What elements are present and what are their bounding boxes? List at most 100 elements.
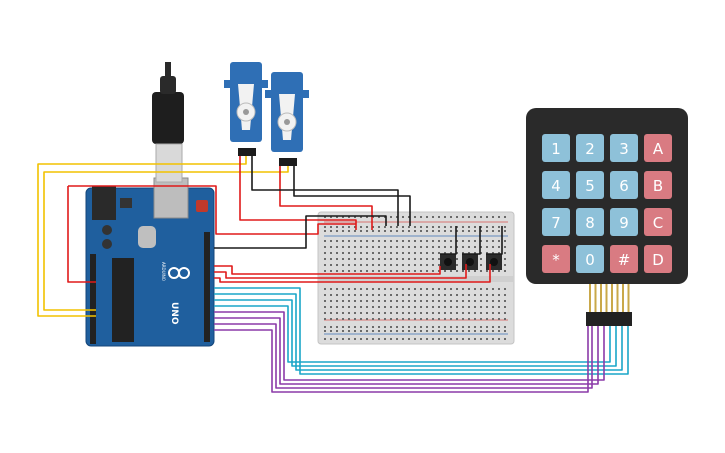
breadboard-hole [360,318,362,320]
wire-cyan [214,287,629,375]
breadboard-hole [456,216,458,218]
breadboard-hole [426,240,428,242]
breadboard-hole [372,338,374,340]
breadboard-hole [486,246,488,248]
breadboard-hole [468,252,470,254]
breadboard-hole [450,294,452,296]
keypad-key-9[interactable]: 9 [610,208,638,236]
breadboard-hole [348,240,350,242]
breadboard-hole [396,318,398,320]
breadboard-hole [438,288,440,290]
arduino-logo-icon [168,267,190,279]
breadboard-hole [450,288,452,290]
breadboard-hole [408,294,410,296]
breadboard-hole [360,226,362,228]
breadboard-hole [462,246,464,248]
breadboard-hole [354,288,356,290]
breadboard-hole [504,288,506,290]
breadboard-hole [408,264,410,266]
breadboard-hole [432,306,434,308]
breadboard-hole [330,312,332,314]
breadboard-hole [504,326,506,328]
breadboard-hole [486,300,488,302]
breadboard-hole [468,338,470,340]
breadboard-hole [378,288,380,290]
breadboard-hole [480,264,482,266]
pushbutton-2[interactable] [462,254,478,270]
breadboard-hole [504,216,506,218]
breadboard-hole [444,226,446,228]
servo-motor-2[interactable] [265,72,309,166]
breadboard-hole [432,252,434,254]
breadboard-hole [492,306,494,308]
breadboard-hole [462,226,464,228]
breadboard-hole [402,270,404,272]
breadboard-hole [372,252,374,254]
keypad-key-7[interactable]: 7 [542,208,570,236]
breadboard-hole [396,226,398,228]
breadboard-hole [462,330,464,332]
keypad-pin [589,284,591,312]
breadboard-hole [432,312,434,314]
breadboard-hole [450,312,452,314]
breadboard-hole [378,252,380,254]
breadboard-hole [426,330,428,332]
keypad-key-C[interactable]: C [644,208,672,236]
pushbutton-3[interactable] [486,254,502,270]
keypad-key-6[interactable]: 6 [610,171,638,199]
keypad-key-1[interactable]: 1 [542,134,570,162]
keypad-key-8[interactable]: 8 [576,208,604,236]
keypad-key-#[interactable]: # [610,245,638,273]
breadboard-hole [342,252,344,254]
servo-motor-1[interactable] [224,62,268,156]
breadboard-hole [504,230,506,232]
breadboard-hole [384,230,386,232]
arduino-uno-board[interactable]: UNO ARDUINO [85,177,215,347]
breadboard-hole [360,264,362,266]
breadboard-hole [360,246,362,248]
breadboard-hole [372,300,374,302]
keypad-key-label: D [652,251,664,269]
breadboard-hole [426,230,428,232]
keypad-key-A[interactable]: A [644,134,672,162]
wire-red [214,264,467,279]
breadboard-hole [324,300,326,302]
breadboard-hole [426,306,428,308]
breadboard-hole [390,306,392,308]
breadboard-hole [450,270,452,272]
breadboard-hole [504,270,506,272]
breadboard-hole [438,270,440,272]
wire-red [214,265,441,275]
breadboard-hole [378,226,380,228]
breadboard-hole [336,330,338,332]
keypad-key-D[interactable]: D [644,245,672,273]
pushbutton-1[interactable] [440,254,456,270]
breadboard-hole [468,270,470,272]
keypad-key-3[interactable]: 3 [610,134,638,162]
breadboard-hole [492,338,494,340]
breadboard-hole [492,288,494,290]
breadboard-hole [354,270,356,272]
keypad-key-0[interactable]: 0 [576,245,604,273]
breadboard-hole [324,330,326,332]
keypad-connector [586,312,632,326]
breadboard-hole [492,294,494,296]
breadboard-hole [426,312,428,314]
breadboard-hole [420,318,422,320]
keypad-key-B[interactable]: B [644,171,672,199]
keypad-key-*[interactable]: * [542,245,570,273]
breadboard-hole [432,338,434,340]
breadboard-hole [480,312,482,314]
breadboard-hole [396,216,398,218]
keypad-key-4[interactable]: 4 [542,171,570,199]
reset-button[interactable] [196,200,208,212]
breadboard-hole [372,326,374,328]
breadboard-hole [330,258,332,260]
keypad-key-2[interactable]: 2 [576,134,604,162]
breadboard-hole [432,288,434,290]
breadboard-hole [474,306,476,308]
breadboard-hole [504,338,506,340]
breadboard-hole [486,326,488,328]
keypad-key-5[interactable]: 5 [576,171,604,199]
